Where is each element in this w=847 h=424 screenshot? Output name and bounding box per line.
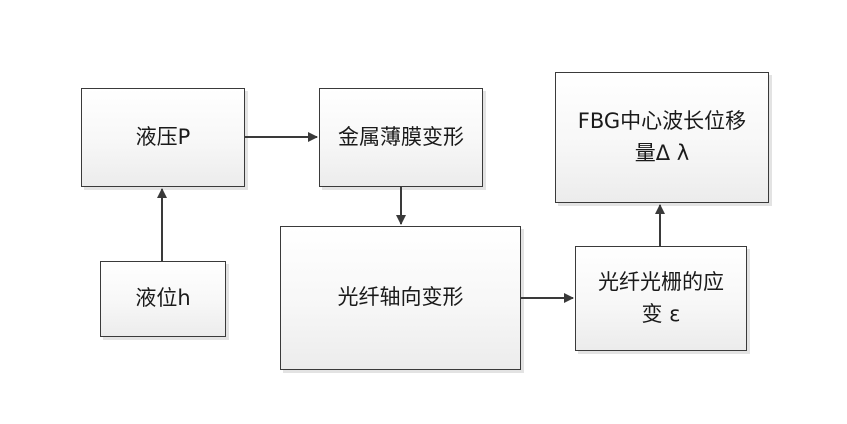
node-liquid-pressure: 液压P xyxy=(81,88,245,187)
node-metal-film-deformation: 金属薄膜变形 xyxy=(319,88,483,187)
node-label-line2: 变 ε xyxy=(641,301,681,326)
node-label: 液位h xyxy=(135,286,191,311)
node-label-line2: 量Δ λ xyxy=(634,140,690,165)
node-grating-strain: 光纤光栅的应 变 ε xyxy=(575,246,747,351)
node-liquid-level: 液位h xyxy=(100,261,226,337)
node-label: 光纤轴向变形 xyxy=(337,285,464,310)
node-label: 液压P xyxy=(135,124,191,149)
node-label-line1: 光纤光栅的应 xyxy=(598,270,724,294)
node-fiber-axial-deformation: 光纤轴向变形 xyxy=(280,226,521,370)
node-label-line1: FBG中心波长位移 xyxy=(577,109,747,133)
node-label: 金属薄膜变形 xyxy=(338,124,464,149)
node-fbg-wavelength-shift: FBG中心波长位移 量Δ λ xyxy=(555,72,769,203)
